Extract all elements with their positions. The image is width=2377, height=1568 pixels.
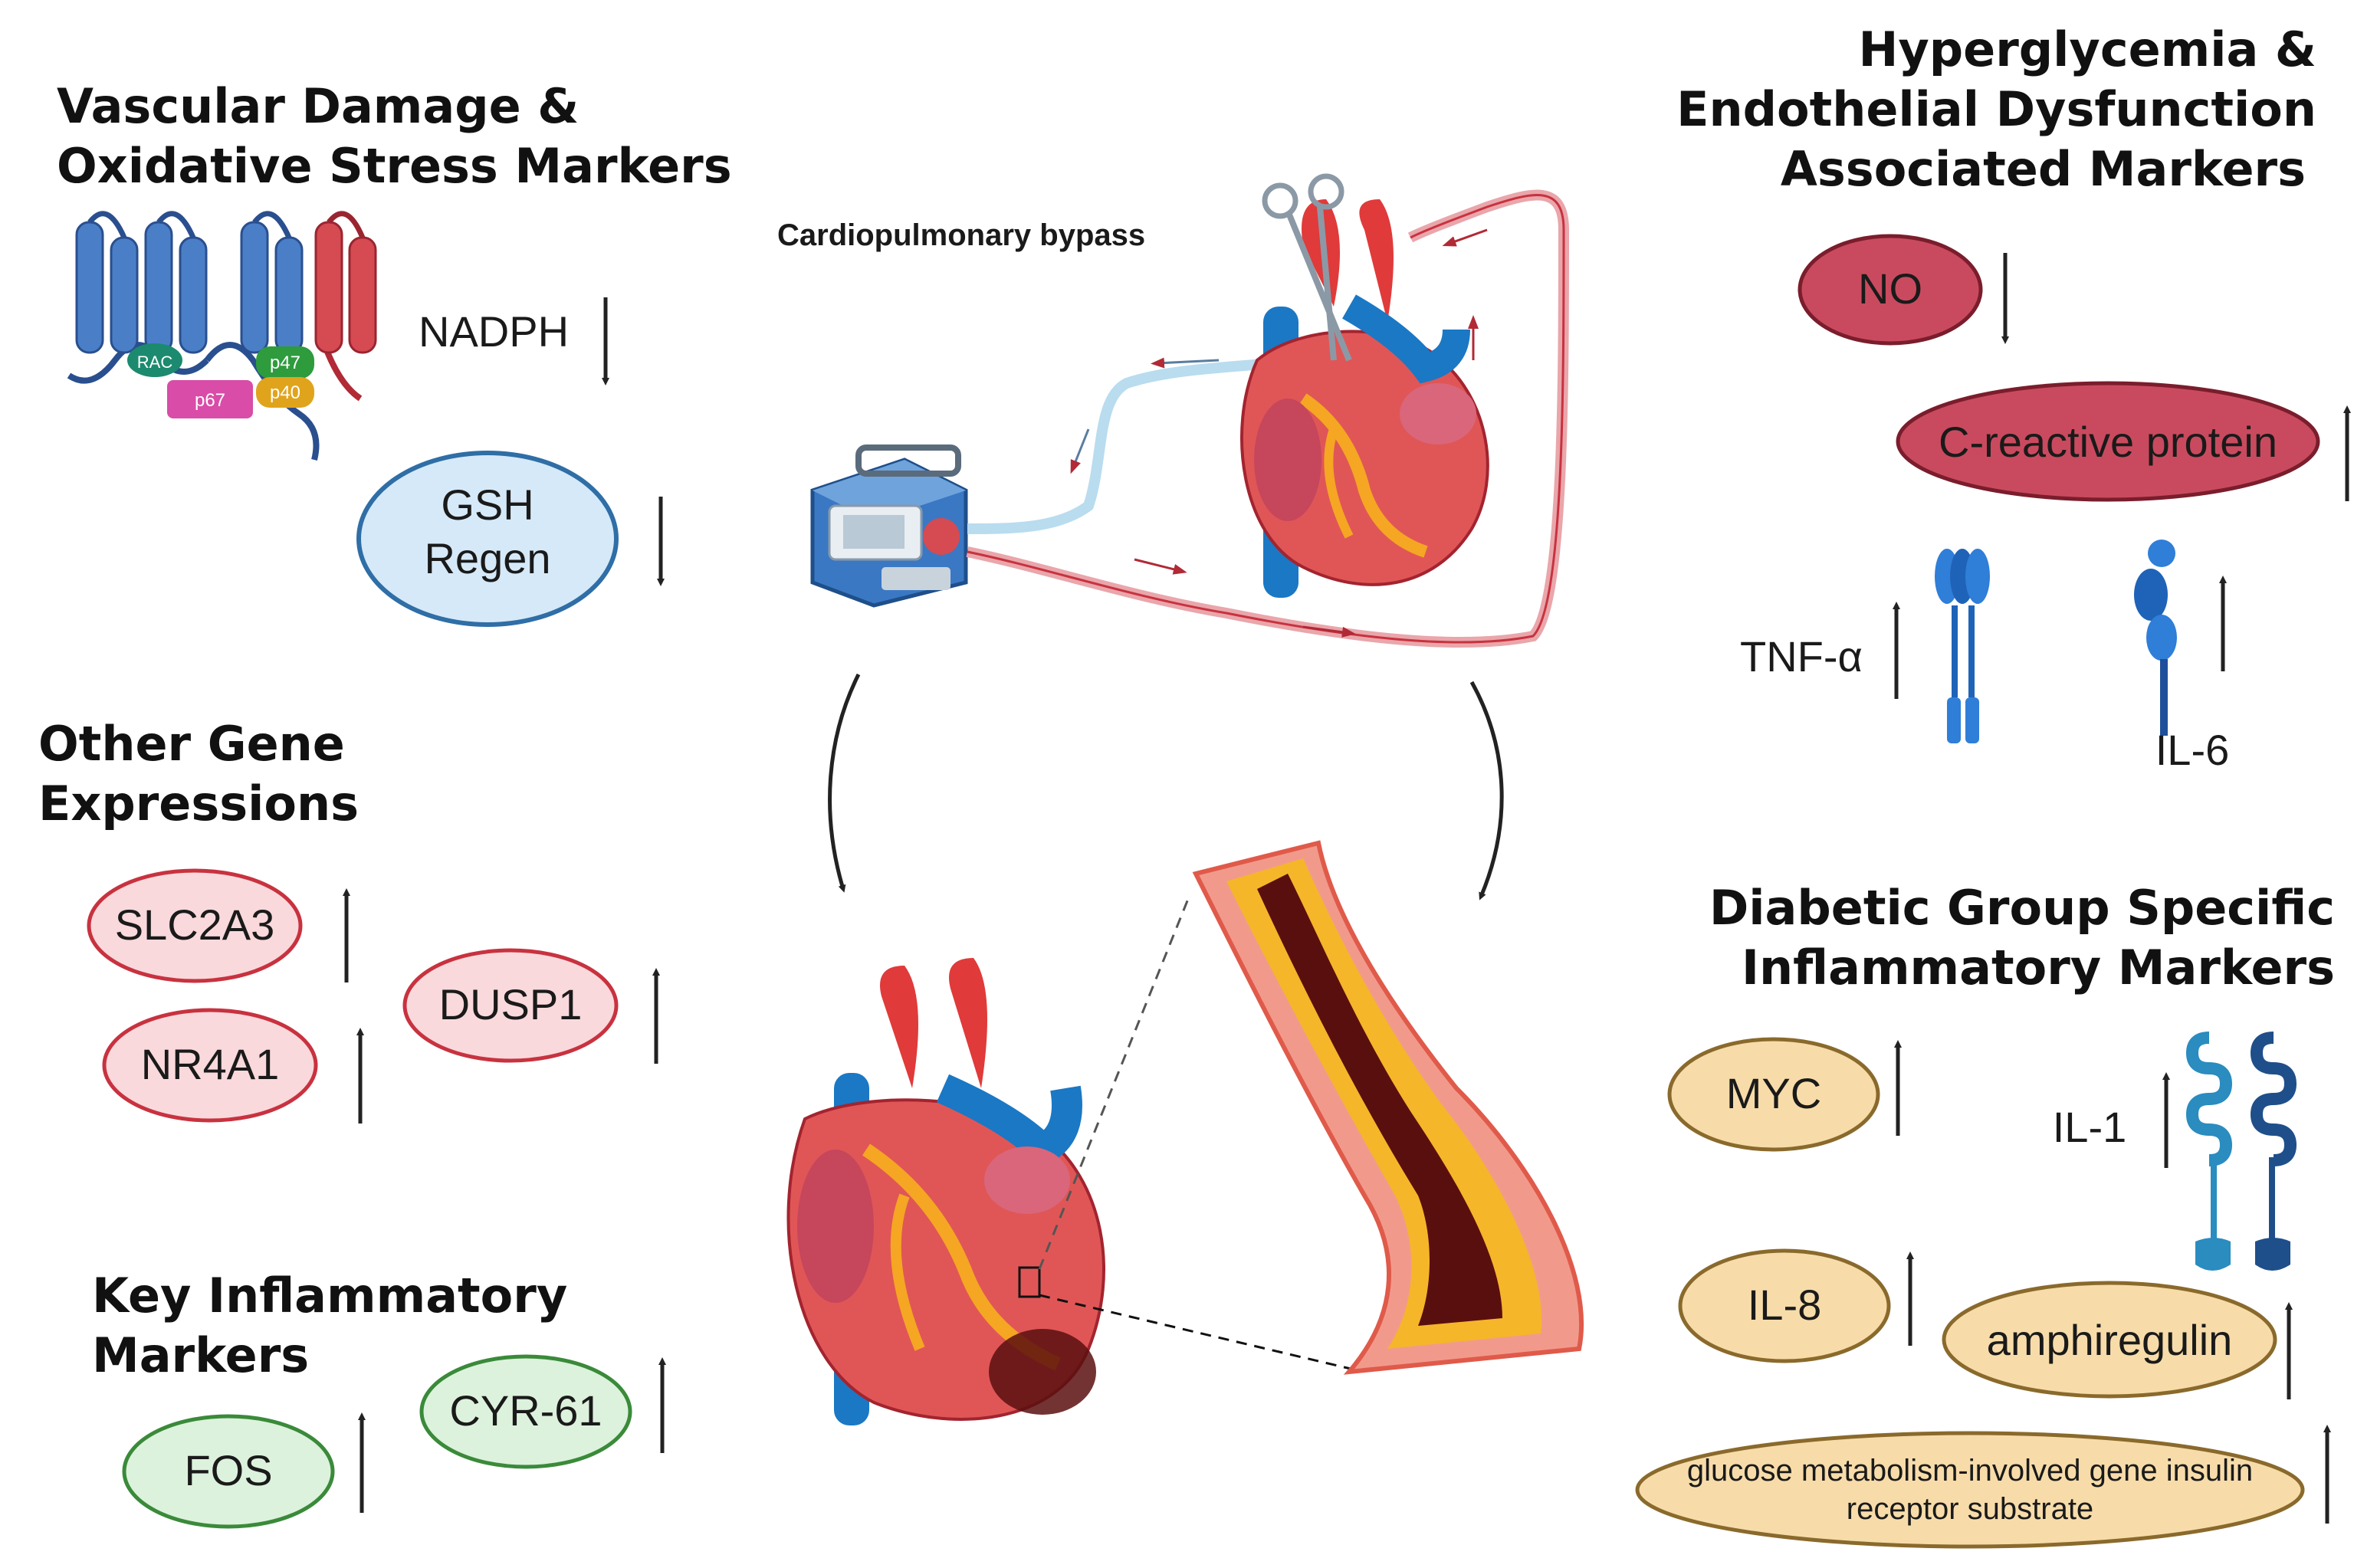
nadph-oxidase-complex-icon: RAC p67 p47 p40 xyxy=(67,211,377,461)
gsh-label-line1: GSH xyxy=(441,481,534,529)
venous-tube xyxy=(967,355,1304,534)
gsh-regen-bubble xyxy=(356,451,619,627)
slc2a3-label: SLC2A3 xyxy=(115,900,275,949)
gsh-label-line2: Regen xyxy=(424,534,550,582)
amphiregulin-bubble xyxy=(1942,1281,2277,1399)
no-label: NO xyxy=(1858,264,1922,313)
heart-with-bypass-icon xyxy=(1240,173,1489,598)
dusp1-bubble xyxy=(402,948,619,1063)
irs-label-line1: glucose metabolism-involved gene insulin xyxy=(1687,1454,2253,1488)
bypass-machine-icon xyxy=(810,444,968,608)
il6-receptor-icon xyxy=(2134,540,2177,736)
other-genes-title: Other Gene Expressions xyxy=(38,716,359,832)
amphiregulin-label: amphiregulin xyxy=(1987,1316,2233,1364)
hyperglycemia-title-line1: Hyperglycemia & xyxy=(1858,21,2316,77)
myc-bubble xyxy=(1667,1037,1880,1152)
artery-plaque-icon xyxy=(1192,840,1584,1375)
diabetic-title: Diabetic Group Specific Inflammatory Mar… xyxy=(1709,880,2335,996)
crp-bubble xyxy=(1896,381,2320,502)
il1-receptor-icon xyxy=(2185,1032,2297,1271)
cardiopulmonary-bypass-label: Cardiopulmonary bypass xyxy=(777,218,1145,252)
key-inflammatory-title-line1: Key Inflammatory xyxy=(92,1268,567,1324)
il6-label: IL-6 xyxy=(2155,726,2230,774)
tnf-label: TNF-α xyxy=(1740,632,1863,681)
tnf-receptor-icon xyxy=(1935,549,1990,743)
flow-arrow-7 xyxy=(1070,428,1090,474)
cyr61-bubble xyxy=(419,1354,632,1469)
heart-with-infarct-icon xyxy=(786,958,1105,1425)
p47-label: p47 xyxy=(270,353,300,373)
curved-arrow-left xyxy=(828,673,861,893)
diabetic-title-line1: Diabetic Group Specific xyxy=(1709,880,2335,936)
slc2a3-bubble xyxy=(87,868,303,983)
nadph-label: NADPH xyxy=(419,307,569,356)
hyperglycemia-title-line2: Endothelial Dysfunction xyxy=(1676,81,2316,137)
irs-label-line2: receptor substrate xyxy=(1847,1492,2093,1526)
other-genes-title-line1: Other Gene xyxy=(38,716,345,772)
curved-arrow-right xyxy=(1469,681,1504,900)
no-bubble xyxy=(1798,234,1983,346)
key-inflammatory-title: Key Inflammatory Markers xyxy=(92,1268,567,1383)
key-inflammatory-title-line2: Markers xyxy=(92,1327,309,1383)
vascular-title: Vascular Damage & Oxidative Stress Marke… xyxy=(57,78,732,194)
vascular-title-line1: Vascular Damage & xyxy=(57,78,579,134)
flow-arrow-2 xyxy=(1302,625,1356,638)
myc-label: MYC xyxy=(1726,1069,1821,1117)
hyperglycemia-title-line3: Associated Markers xyxy=(1781,141,2306,197)
hyperglycemia-title: Hyperglycemia & Endothelial Dysfunction … xyxy=(1676,21,2316,197)
flow-arrow-1 xyxy=(1134,558,1187,575)
il8-label: IL-8 xyxy=(1748,1281,1822,1329)
other-genes-title-line2: Expressions xyxy=(38,776,359,832)
crp-label: C-reactive protein xyxy=(1939,418,2277,466)
flow-arrow-5 xyxy=(1442,228,1488,247)
zoom-line-bottom xyxy=(1039,1294,1351,1370)
dusp1-label: DUSP1 xyxy=(439,980,583,1028)
fos-bubble xyxy=(122,1414,335,1529)
diabetic-title-line2: Inflammatory Markers xyxy=(1742,940,2335,996)
p40-label: p40 xyxy=(270,382,300,403)
nr4a1-label: NR4A1 xyxy=(141,1040,280,1088)
p67-label: p67 xyxy=(195,390,225,411)
rac-label: RAC xyxy=(137,353,173,372)
cyr61-label: CYR-61 xyxy=(449,1386,602,1435)
fos-label: FOS xyxy=(184,1446,272,1494)
irs-bubble xyxy=(1635,1431,2305,1549)
flow-arrow-6 xyxy=(1151,357,1220,369)
il8-bubble xyxy=(1678,1248,1891,1363)
il1-label: IL-1 xyxy=(2053,1103,2127,1151)
nr4a1-bubble xyxy=(102,1008,318,1123)
vascular-title-line2: Oxidative Stress Markers xyxy=(57,138,732,194)
zoom-line-top xyxy=(1038,894,1191,1270)
